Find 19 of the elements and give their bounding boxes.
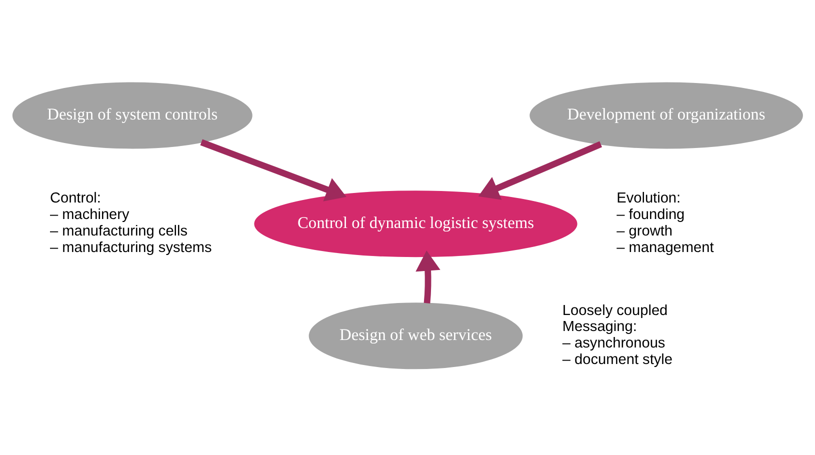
node-label: – manufacturing cells xyxy=(50,224,188,240)
node-label: Evolution: xyxy=(616,190,681,207)
node-label: – manufacturing systems xyxy=(50,240,212,256)
node-label: – management xyxy=(616,240,714,256)
node-label: – document style xyxy=(562,352,673,368)
node-ellipse: Design of web services xyxy=(308,302,523,370)
arrow xyxy=(478,141,602,200)
node-label: – founding xyxy=(616,207,685,224)
arrow xyxy=(416,250,440,304)
node-label: Messaging: xyxy=(562,319,637,336)
node-ellipse: Design of system controls xyxy=(12,82,252,149)
node-label: – asynchronous xyxy=(562,336,666,352)
node-label: Loosely coupled xyxy=(562,302,668,319)
node-label: Control: xyxy=(50,190,101,207)
arrow xyxy=(200,139,346,202)
node-ellipse: Development of organizations xyxy=(530,82,803,149)
node-label: – growth xyxy=(616,224,672,240)
node-label: – machinery xyxy=(50,207,130,224)
node-ellipse: Control of dynamic logistic systems xyxy=(254,190,578,258)
